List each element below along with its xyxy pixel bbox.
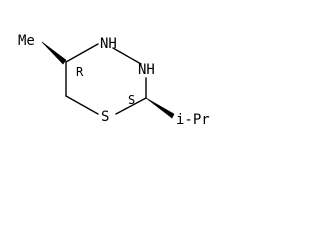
stereo-r-label: R — [76, 65, 84, 79]
isopropyl-label: i-Pr — [176, 112, 210, 128]
stereo-s-label: S — [128, 93, 135, 107]
atom-labels: Me NH NH S i-Pr R S — [18, 33, 210, 128]
wedge-bond-isopropyl — [145, 97, 175, 119]
bond-c5-n4 — [65, 43, 99, 63]
bond-s1-c6 — [65, 95, 99, 115]
bond-n4-n3 — [112, 47, 142, 65]
sulfur-label: S — [101, 109, 109, 125]
bond-c2-s1 — [115, 97, 147, 115]
bonds — [41, 41, 175, 119]
nh-mid-label: NH — [138, 62, 155, 78]
nh-top-label: NH — [100, 36, 117, 52]
methyl-label: Me — [18, 33, 35, 49]
wedge-bond-methyl — [41, 41, 67, 65]
molecule-structure: Me NH NH S i-Pr R S — [18, 33, 210, 128]
